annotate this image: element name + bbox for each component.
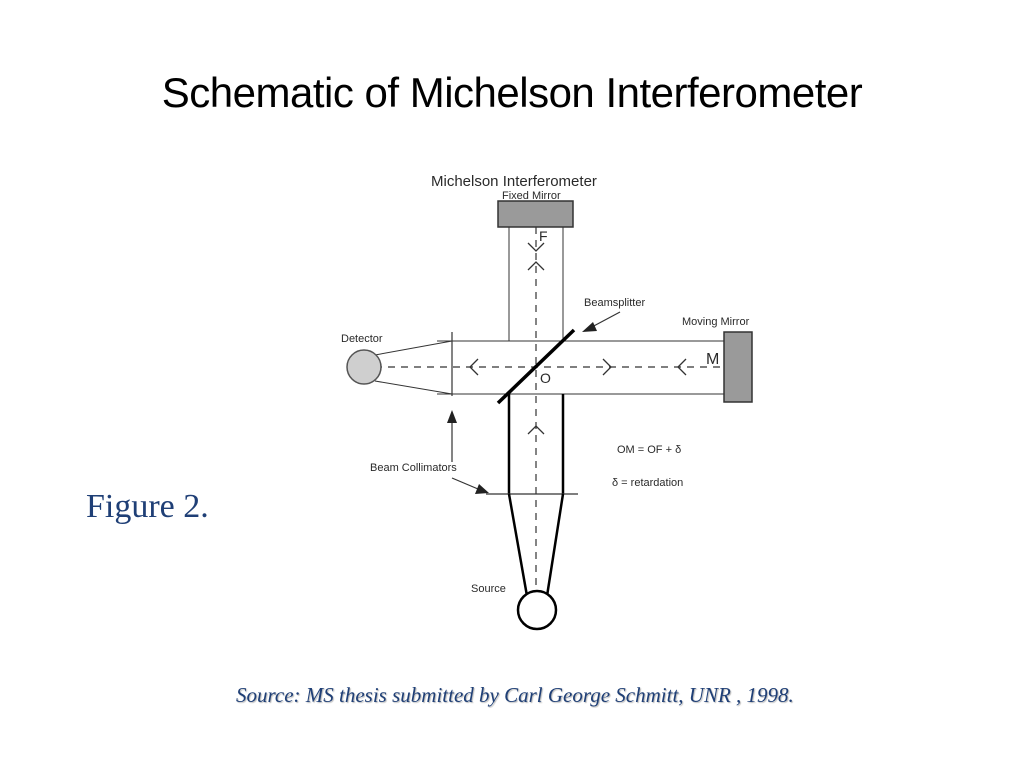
fixed-point-label: F: [539, 228, 548, 244]
origin-point-label: O: [540, 370, 551, 386]
source-cone-left: [507, 493, 529, 597]
diagram-title: Michelson Interferometer: [431, 173, 597, 190]
detector: [346, 349, 382, 385]
beamsplitter-pointer-arrowhead: [582, 322, 597, 332]
source-citation: Source: MS thesis submitted by Carl Geor…: [236, 683, 794, 707]
beamsplitter-label: Beamsplitter: [584, 297, 645, 309]
detector-label: Detector: [341, 333, 383, 345]
arrow-left-icon: [677, 358, 687, 376]
beamsplitter-pointer: [589, 311, 621, 329]
collimator-pointer-diagonal: [451, 477, 479, 490]
arrow-right-icon: [602, 358, 612, 376]
arrow-left-icon: [469, 358, 479, 376]
retardation-definition: δ = retardation: [612, 477, 683, 489]
light-source: [516, 589, 558, 631]
arrow-up-icon: [527, 261, 545, 271]
moving-point-label: M: [706, 351, 719, 368]
collimator-pointer-right-arrowhead: [475, 484, 489, 494]
slide-title: Schematic of Michelson Interferometer: [161, 69, 863, 116]
beamsplitter: [496, 328, 576, 405]
collimator-pointer-up-arrowhead: [447, 410, 457, 423]
path-relation-equation: OM = OF + δ: [617, 444, 681, 456]
source-label: Source: [471, 583, 506, 595]
arrow-up-icon: [527, 425, 545, 435]
fixed-mirror: [497, 200, 574, 228]
moving-mirror-label: Moving Mirror: [682, 316, 750, 328]
source-cone-right: [545, 493, 565, 597]
detector-cone-bottom: [374, 380, 453, 395]
beam-collimators-label: Beam Collimators: [370, 462, 457, 474]
fixed-mirror-label: Fixed Mirror: [502, 190, 561, 202]
moving-mirror: [723, 331, 753, 403]
figure-label: Figure 2.: [86, 488, 209, 525]
arrow-down-icon: [527, 242, 545, 252]
detector-cone-top: [374, 340, 453, 356]
